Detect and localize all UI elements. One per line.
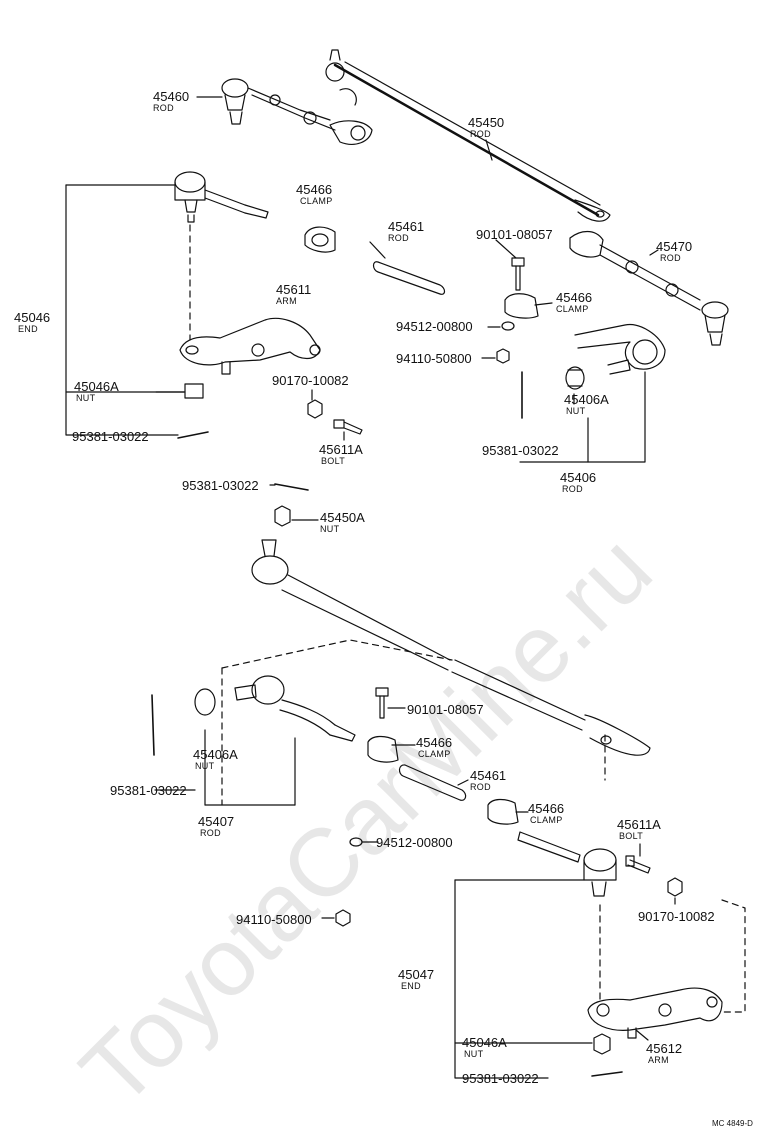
- label-45460-number: 45460: [153, 89, 190, 104]
- label-95381-botleft: 95381-03022: [110, 783, 187, 798]
- label-45611A-bottom-name: BOLT: [619, 831, 644, 841]
- label-45046-name: END: [18, 324, 38, 334]
- label-95381-mid: 95381-03022: [182, 478, 259, 493]
- label-45611A-top-number: 45611A: [319, 442, 363, 457]
- label-45461-bottom-name: ROD: [470, 782, 491, 792]
- label-45466-bot2-name: CLAMP: [530, 815, 563, 825]
- clamp-45466-mid-drawing: [504, 293, 539, 319]
- label-45450-name: ROD: [470, 129, 491, 139]
- bolt-45611A-top-drawing: [333, 419, 363, 435]
- label-45046A-bottom-number: 45046A: [462, 1035, 507, 1050]
- label-45406-number: 45406: [560, 470, 597, 485]
- label-45461-bottom-number: 45461: [470, 768, 507, 783]
- label-90101-top: 90101-08057: [476, 227, 553, 242]
- label-95381-bottom: 95381-03022: [462, 1071, 539, 1086]
- label-45407-number: 45407: [198, 814, 235, 829]
- nut-45406A-top-drawing: [565, 366, 585, 390]
- label-94110-top: 94110-50800: [396, 351, 472, 366]
- label-45466-top-name: CLAMP: [300, 196, 333, 206]
- label-45047-name: END: [401, 981, 421, 991]
- label-45611A-bottom-number: 45611A: [617, 817, 661, 832]
- label-95381-topright: 95381-03022: [482, 443, 559, 458]
- end-45046-drawing: [174, 171, 269, 223]
- clamp-45466-top-drawing: [304, 226, 336, 253]
- end-45047-drawing: [517, 831, 617, 897]
- footer-code: MC 4849-D: [712, 1119, 753, 1128]
- rod-45461-top-drawing: [372, 261, 446, 295]
- label-45611A-top-name: BOLT: [321, 456, 346, 466]
- label-90170-top: 90170-10082: [272, 373, 349, 388]
- rod-45470-drawing: [569, 230, 729, 346]
- label-45612-name: ARM: [648, 1055, 669, 1065]
- label-45612-number: 45612: [646, 1041, 683, 1056]
- label-45406A-bottom-number: 45406A: [193, 747, 238, 762]
- label-45046-number: 45046: [14, 310, 51, 325]
- label-94512-top: 94512-00800: [396, 319, 473, 334]
- rod-45450-lower-drawing: [251, 539, 651, 756]
- label-45466-top-number: 45466: [296, 182, 333, 197]
- label-45466-mid-number: 45466: [556, 290, 593, 305]
- rod-45407-drawing: [234, 675, 356, 742]
- nut-90170-top-drawing: [307, 399, 323, 419]
- label-45046A-bottom-name: NUT: [464, 1049, 484, 1059]
- rod-45460-drawing: [221, 78, 373, 145]
- label-45406A-top-number: 45406A: [564, 392, 609, 407]
- label-45461-top-number: 45461: [388, 219, 425, 234]
- label-45466-bot1-name: CLAMP: [418, 749, 451, 759]
- label-94512-bottom: 94512-00800: [376, 835, 453, 850]
- label-45406-name: ROD: [562, 484, 583, 494]
- nut-45406A-bottom-drawing: [194, 688, 216, 716]
- label-45406A-top-name: NUT: [566, 406, 586, 416]
- label-45611-name: ARM: [276, 296, 297, 306]
- rod-45406-drawing: [574, 323, 666, 375]
- label-90101-bottom: 90101-08057: [407, 702, 484, 717]
- label-45407-name: ROD: [200, 828, 221, 838]
- label-45466-mid-name: CLAMP: [556, 304, 589, 314]
- label-90170-bottom: 90170-10082: [638, 909, 715, 924]
- arm-45612-drawing: [587, 987, 723, 1039]
- arm-45611-drawing: [179, 317, 321, 375]
- label-95381-topleft: 95381-03022: [72, 429, 149, 444]
- label-45450A-name: NUT: [320, 524, 340, 534]
- label-45466-bot2-number: 45466: [528, 801, 565, 816]
- label-45461-top-name: ROD: [388, 233, 409, 243]
- bolt-90101-top-drawing: [511, 257, 525, 291]
- label-45046A-top-number: 45046A: [74, 379, 119, 394]
- label-45460-name: ROD: [153, 103, 174, 113]
- label-45450-number: 45450: [468, 115, 505, 130]
- label-45450A-number: 45450A: [320, 510, 365, 525]
- label-45470-name: ROD: [660, 253, 681, 263]
- label-45047-number: 45047: [398, 967, 435, 982]
- label-45470-number: 45470: [656, 239, 693, 254]
- label-45611-number: 45611: [276, 282, 312, 297]
- label-45406A-bottom-name: NUT: [195, 761, 215, 771]
- label-45466-bot1-number: 45466: [416, 735, 453, 750]
- bolt-90101-bottom-drawing: [375, 687, 389, 719]
- label-45046A-top-name: NUT: [76, 393, 96, 403]
- label-94110-bottom: 94110-50800: [236, 912, 312, 927]
- nut-45046A-top-drawing: [184, 383, 204, 399]
- rod-45450-drawing: [325, 49, 611, 222]
